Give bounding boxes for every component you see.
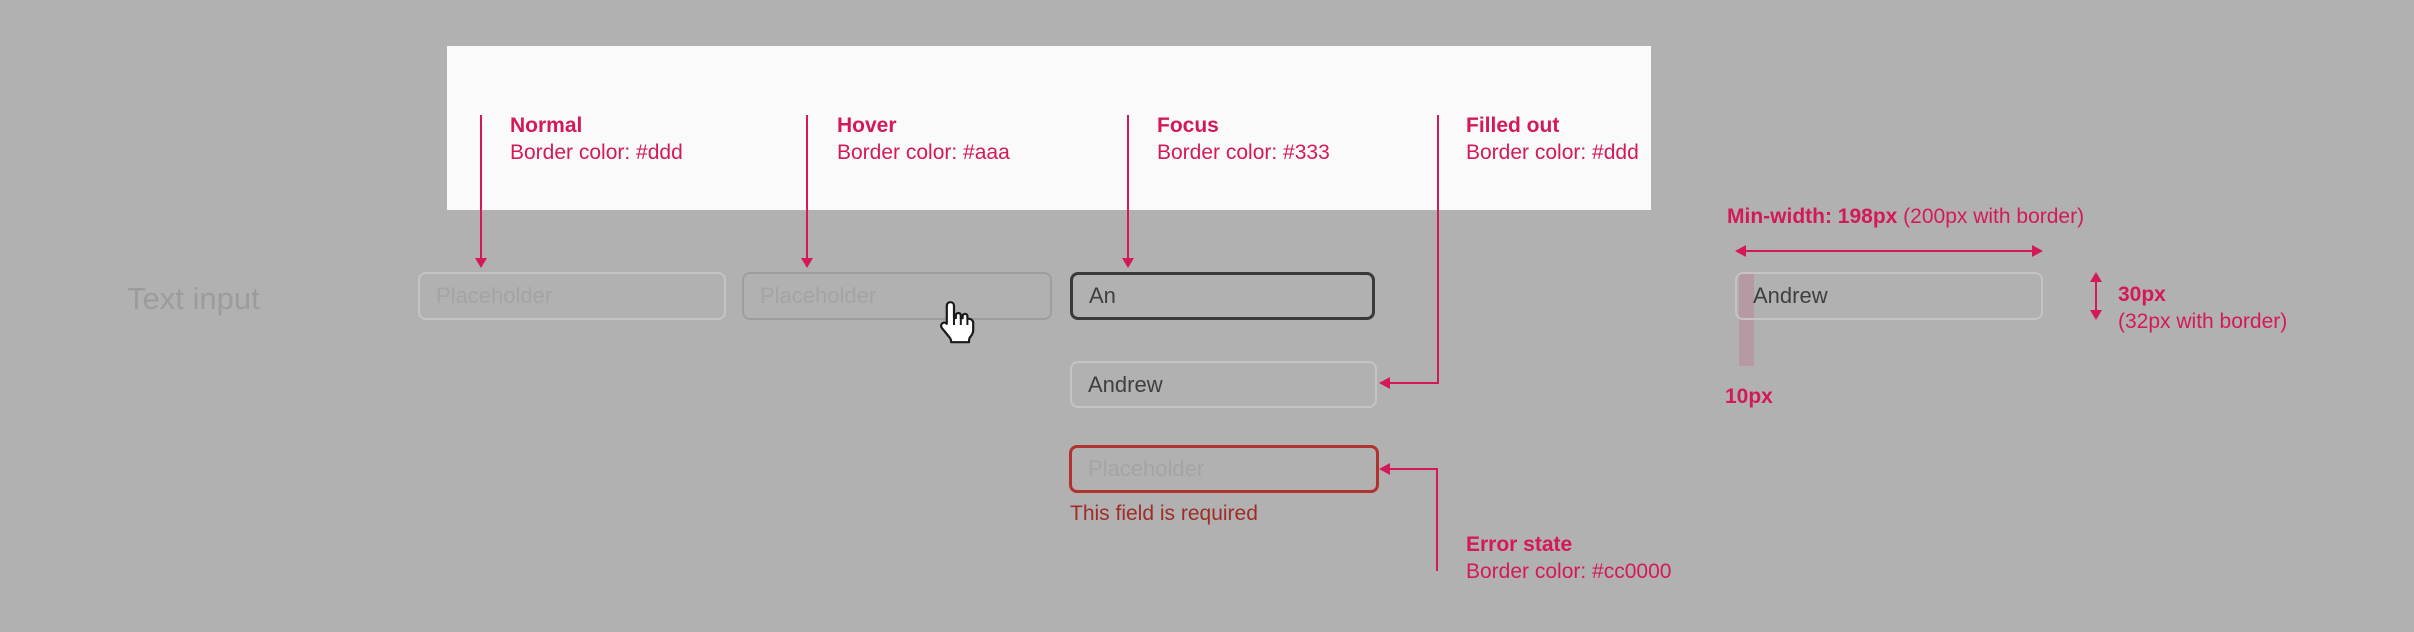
height-measure-arrow-down [2090,310,2102,320]
text-input-spec[interactable] [1735,272,2043,320]
state-note-title: Normal [510,114,583,137]
state-note-hover: Hover Border color: #aaa [837,112,1010,166]
leader-line-normal [480,115,482,260]
min-width-detail: (200px with border) [1897,205,2085,228]
width-measure-arrow-left [1735,245,1746,257]
arrowhead-down-hover [801,258,813,268]
text-input-focus[interactable] [1070,272,1375,320]
height-measure-arrow-up [2090,272,2102,282]
error-note-title: Error state [1466,533,1573,556]
arrowhead-left-error [1379,463,1390,475]
arrowhead-down-focus [1122,258,1134,268]
state-note-focus: Focus Border color: #333 [1157,112,1330,166]
padding-value: 10px [1725,385,1773,408]
leader-line-error [1436,468,1438,571]
width-measure-arrow-right [2032,245,2043,257]
state-note-subtitle: Border color: #ddd [510,141,683,164]
width-measure-line [1744,250,2034,252]
state-note-filled: Filled out Border color: #ddd [1466,112,1639,166]
error-note-subtitle: Border color: #cc0000 [1466,560,1672,583]
min-width-note: Min-width: 198px (200px with border) [1727,203,2084,230]
state-note-normal: Normal Border color: #ddd [510,112,683,166]
text-input-normal[interactable] [418,272,726,320]
leader-line-focus [1127,115,1129,260]
states-annotation-panel [447,46,1651,210]
leader-line-filled [1437,115,1439,384]
arrowhead-down-normal [475,258,487,268]
error-state-note: Error state Border color: #cc0000 [1466,531,1671,585]
leader-line-hover [806,115,808,260]
height-value: 30px [2118,283,2166,306]
component-row-label: Text input [127,281,260,316]
text-input-error[interactable] [1069,445,1379,493]
leader-connector-filled [1388,382,1439,384]
leader-connector-error [1388,468,1438,470]
min-width-value: Min-width: 198px [1727,205,1898,228]
padding-note: 10px [1725,383,1773,410]
state-note-subtitle: Border color: #333 [1157,141,1330,164]
height-detail: (32px with border) [2118,310,2288,333]
height-measure-line [2095,280,2097,312]
text-input-hover[interactable] [742,272,1052,320]
text-input-filled[interactable] [1070,361,1377,408]
state-note-title: Hover [837,114,897,137]
hand-pointer-icon [940,301,975,344]
height-note: 30px (32px with border) [2118,281,2287,335]
state-note-subtitle: Border color: #aaa [837,141,1010,164]
state-note-title: Focus [1157,114,1219,137]
state-note-subtitle: Border color: #ddd [1466,141,1639,164]
arrowhead-left-filled [1379,377,1390,389]
error-message: This field is required [1070,502,1258,525]
state-note-title: Filled out [1466,114,1560,137]
